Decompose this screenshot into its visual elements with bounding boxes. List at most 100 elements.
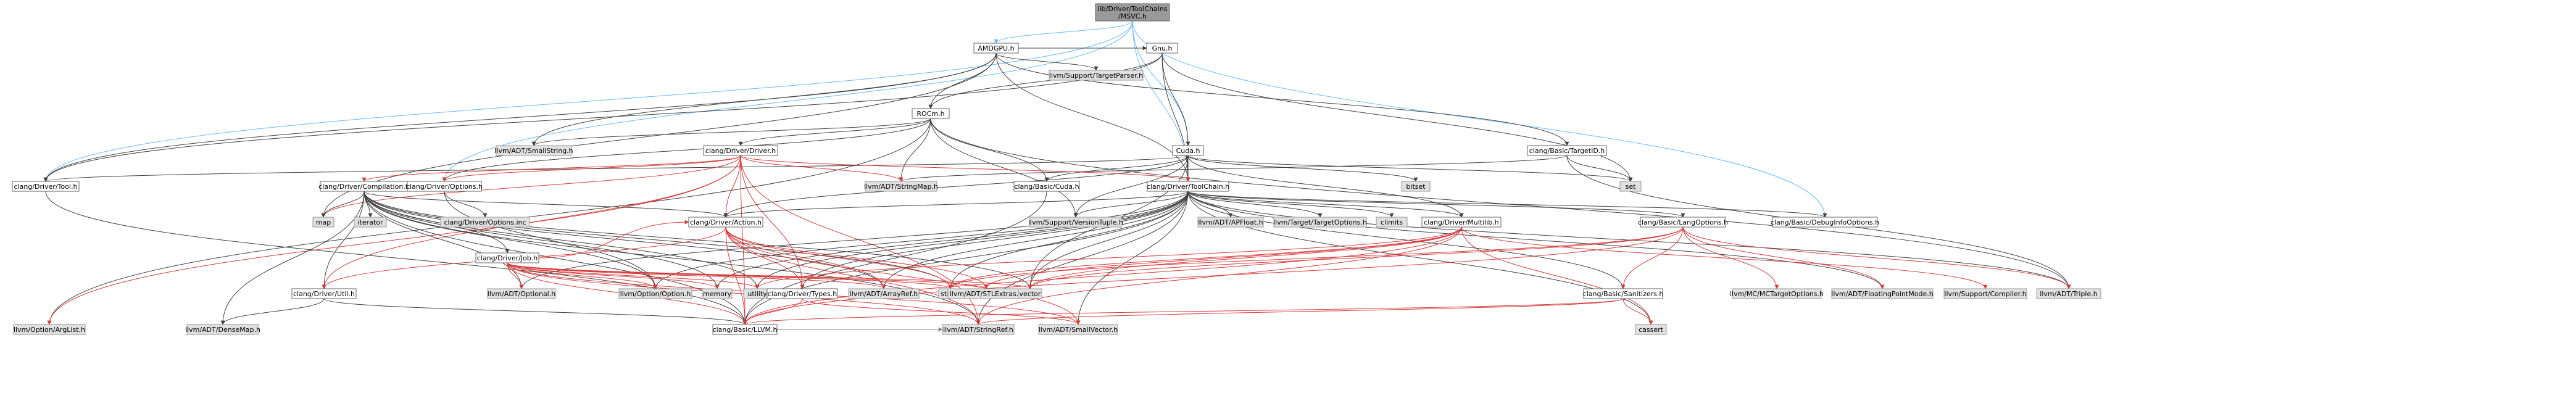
edge-cuda-to-versiontuple (1073, 155, 1189, 218)
node-sanitizers[interactable]: clang/Basic/Sanitizers.h (1583, 288, 1664, 299)
node-label-memory: memory (703, 290, 731, 298)
edge-action-to-smallvector (725, 226, 1081, 325)
edge-rocm-to-triple (930, 118, 2071, 289)
edge-sanitizers-to-cassert (1622, 298, 1653, 325)
edge-action-to-llvm (725, 226, 747, 325)
node-label-optional: llvm/ADT/Optional.h (488, 290, 555, 298)
edge-job-to-stringref (507, 262, 981, 325)
edge-rocm-to-versiontuple (930, 118, 1078, 218)
node-driver[interactable]: clang/Driver/Driver.h (703, 145, 778, 156)
node-box-memory (702, 288, 733, 299)
node-label-stringmap: llvm/ADT/StringMap.h (864, 183, 938, 191)
node-action[interactable]: clang/Driver/Action.h (688, 217, 763, 228)
edge-action-to-stringref (725, 226, 981, 325)
node-cassert: cassert (1635, 324, 1667, 335)
node-label-llvm: clang/Basic/LLVM.h (713, 326, 778, 334)
node-box-cuda (1172, 145, 1204, 156)
node-set: set (1619, 181, 1642, 192)
edge-job-to-option (507, 262, 658, 289)
node-label-climits: climits (1381, 218, 1403, 226)
edge-driver-to-map (321, 155, 741, 218)
node-box-multilib (1421, 217, 1502, 228)
node-label-gnu: Gnu.h (1152, 44, 1173, 52)
edge-toolchain-to-types (800, 191, 1189, 289)
node-job[interactable]: clang/Driver/Job.h (475, 252, 539, 263)
node-label-arglist: llvm/Option/ArgList.h (14, 326, 85, 334)
node-cuda[interactable]: Cuda.h (1172, 145, 1204, 156)
node-box-option (618, 288, 692, 299)
edge-toolchain-to-cassert (1187, 191, 1653, 325)
node-targetid[interactable]: clang/Basic/TargetID.h (1527, 145, 1607, 156)
edge-job-to-string (507, 262, 953, 289)
edge-compilation-to-optional (364, 191, 524, 289)
node-multilib[interactable]: clang/Driver/Multilib.h (1421, 217, 1502, 228)
node-stringref: llvm/ADT/StringRef.h (942, 324, 1015, 335)
edge-multilib-to-vector (1028, 226, 1462, 289)
node-label-targetoptions: llvm/Target/TargetOptions.h (1273, 218, 1367, 226)
edge-compilation-to-option (364, 191, 658, 289)
node-rocm[interactable]: ROCm.h (912, 108, 950, 119)
node-options[interactable]: clang/Driver/Options.h (406, 181, 483, 192)
node-box-compiler (1943, 288, 2027, 299)
edge-toolchain-to-stringref (976, 191, 1189, 325)
node-llvm[interactable]: clang/Basic/LLVM.h (712, 324, 778, 335)
node-debuginfo[interactable]: clang/Basic/DebugInfoOptions.h (1771, 217, 1879, 228)
edge-types-to-smallvector (802, 298, 1081, 325)
node-vector: vector (1018, 288, 1042, 299)
edge-langoptions-to-sanitizers (1621, 226, 1684, 289)
edge-compilation-to-utility (364, 191, 760, 289)
node-box-fpmode (1831, 288, 1934, 299)
node-versiontuple: llvm/Support/VersionTuple.h (1028, 217, 1123, 228)
node-box-arrayref (848, 288, 920, 299)
node-label-driver: clang/Driver/Driver.h (705, 147, 776, 155)
edge-root-to-amdgpu (994, 20, 1133, 44)
edge-amdgpu-to-toolchain (995, 52, 1190, 182)
edge-toolchain-to-versiontuple (1073, 191, 1189, 218)
node-box-langoptions (1640, 217, 1726, 228)
edge-toolchain-to-climits (1187, 191, 1394, 218)
node-label-fpmode: llvm/ADT/FloatingPointMode.h (1831, 290, 1933, 298)
node-label-multilib: clang/Driver/Multilib.h (1424, 218, 1499, 226)
node-langoptions[interactable]: clang/Basic/LangOptions.h (1638, 217, 1728, 228)
node-label-vector: vector (1020, 290, 1041, 298)
node-amdgpu[interactable]: AMDGPU.h (973, 43, 1019, 54)
edge-toolchain-to-debuginfo (1187, 191, 1827, 218)
node-box-tool (12, 181, 80, 192)
node-root[interactable]: lib/Driver/ToolChains/MSVC.h (1095, 3, 1170, 22)
edge-driver-to-toolchain (740, 155, 1190, 182)
edge-root-to-tool (43, 20, 1133, 182)
edge-amdgpu-to-rocm (928, 52, 997, 109)
edge-compilation-to-action (364, 191, 728, 218)
node-gnu[interactable]: Gnu.h (1146, 43, 1178, 54)
node-box-toolchain (1147, 181, 1229, 192)
node-types[interactable]: clang/Driver/Types.h (767, 288, 838, 299)
node-box-targetparser (1049, 70, 1144, 81)
node-mctarget: llvm/MC/MCTargetOptions.h (1730, 288, 1824, 299)
node-bitset: bitset (1401, 181, 1431, 192)
node-box-smallvector (1038, 324, 1118, 335)
edge-toolchain-to-langoptions (1187, 191, 1685, 218)
node-label-apfloat: llvm/ADT/APFloat.h (1198, 218, 1263, 226)
edge-toolchain-to-sanitizers (1187, 191, 1626, 289)
edge-cuda-to-bitset (1187, 155, 1418, 182)
edge-compilation-to-stringref (364, 191, 981, 325)
edge-compilation-to-util (322, 191, 365, 289)
node-box-types (767, 288, 838, 299)
edge-job-to-memory (507, 262, 720, 289)
node-label-action: clang/Driver/Action.h (690, 218, 762, 226)
node-basiccuda[interactable]: clang/Basic/Cuda.h (1013, 181, 1080, 192)
edge-cuda-to-set (1187, 155, 1633, 182)
edge-amdgpu-to-tool (43, 52, 997, 182)
node-tool[interactable]: clang/Driver/Tool.h (12, 181, 80, 192)
node-toolchain[interactable]: clang/Driver/ToolChain.h (1147, 181, 1229, 192)
node-compilation[interactable]: clang/Driver/Compilation.h (318, 181, 410, 192)
edge-compilation-to-map (321, 191, 365, 218)
edge-options-to-option (444, 191, 658, 289)
node-label-densemap: llvm/ADT/DenseMap.h (185, 326, 260, 334)
node-label-langoptions: clang/Basic/LangOptions.h (1638, 218, 1728, 226)
node-box-root (1095, 3, 1170, 22)
node-arglist: llvm/Option/ArgList.h (13, 324, 86, 335)
edge-multilib-to-string (948, 226, 1462, 289)
node-optional: llvm/ADT/Optional.h (487, 288, 556, 299)
node-util[interactable]: clang/Driver/Util.h (291, 288, 357, 299)
